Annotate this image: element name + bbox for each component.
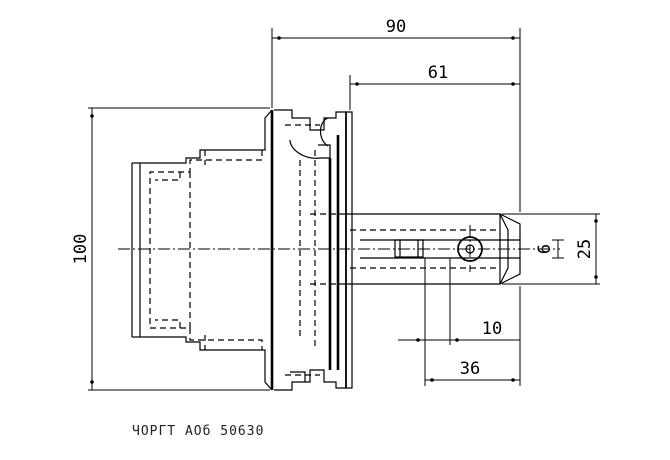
dim-10-label: 10 [482,319,502,339]
dim-90-label: 90 [386,17,406,37]
tool-body [131,109,273,391]
dimension-screw-to-end: 36 [425,286,521,386]
dim-61-label: 61 [428,63,448,83]
dim-25-label: 25 [575,239,595,259]
dimension-screw-offset: 10 [398,258,520,386]
dimension-shank-diameter: 25 [502,213,600,285]
dimension-body-diameter: 100 [71,107,270,391]
dimension-bore: 6 [535,239,564,259]
drawing-caption: ЧОРГТ АОб 50630 [132,424,264,439]
dimension-overall-length: 90 [271,17,521,212]
dim-6-label: 6 [535,244,555,254]
dim-36-label: 36 [460,359,480,379]
flange [270,109,353,391]
dim-100-label: 100 [71,234,91,265]
dimension-flange-to-end: 61 [349,63,520,110]
